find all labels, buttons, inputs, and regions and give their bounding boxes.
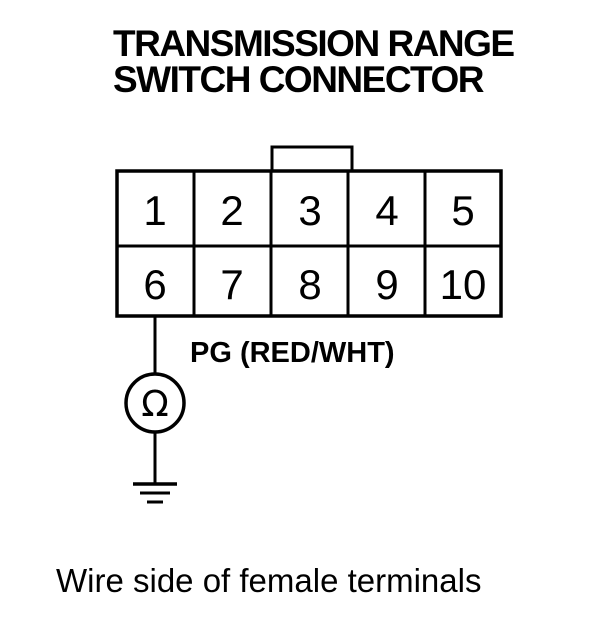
pin-5: 5 [451,187,474,234]
connector-body [115,169,503,318]
title-line-1: TRANSMISSION RANGE [113,23,515,64]
pin-4: 4 [375,187,398,234]
pin-9: 9 [375,261,398,308]
pin-1: 1 [143,187,166,234]
ohm-symbol: Ω [141,384,169,425]
pin-8: 8 [298,261,321,308]
pin-6: 6 [143,261,166,308]
wire-color-label: PG (RED/WHT) [190,337,395,369]
ground-icon [133,482,177,504]
pin-2: 2 [220,187,243,234]
pin-10: 10 [440,261,487,308]
title-line-2: SWITCH CONNECTOR [113,59,484,100]
ohmmeter-icon: Ω [124,372,186,434]
pin-3: 3 [298,187,321,234]
pin-7: 7 [220,261,243,308]
connector-latch-tab [270,145,354,173]
connector: 1 2 3 4 5 6 7 8 9 10 [115,145,503,318]
diagram-caption: Wire side of female terminals [56,562,482,599]
diagram-title: TRANSMISSION RANGE SWITCH CONNECTOR [113,23,515,100]
